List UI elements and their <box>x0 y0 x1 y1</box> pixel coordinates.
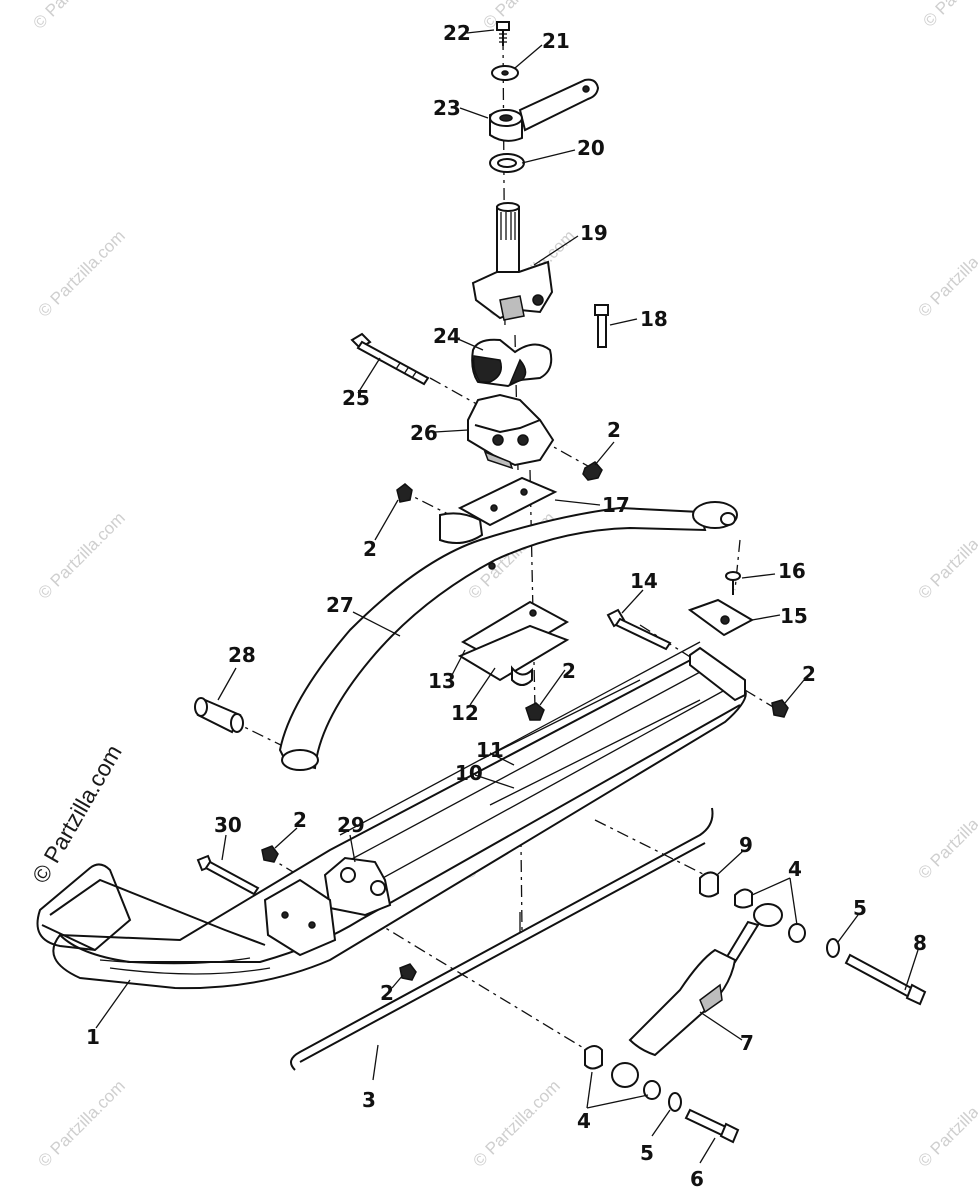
callout-17: 17 <box>602 493 630 517</box>
part-15-plate <box>687 598 755 637</box>
part-4-bushing-lower-2 <box>643 1080 661 1100</box>
callout-5-a: 5 <box>853 896 867 920</box>
part-5-washer-lower <box>668 1092 682 1112</box>
part-12-pad <box>457 624 570 686</box>
callout-25: 25 <box>342 386 370 410</box>
callout-28: 28 <box>228 643 256 667</box>
part-23-steering-arm <box>489 78 600 142</box>
part-16-bolt <box>725 571 741 595</box>
part-25-long-bolt <box>350 332 430 386</box>
callout-30: 30 <box>214 813 242 837</box>
callout-2-a: 2 <box>607 418 621 442</box>
callout-7: 7 <box>740 1031 754 1055</box>
callout-2-d: 2 <box>802 662 816 686</box>
nut-2-f <box>399 963 417 981</box>
part-8-bolt <box>844 953 927 1006</box>
part-29-bracket <box>323 856 392 917</box>
nut-2-b <box>396 483 413 503</box>
part-24-bushing <box>471 338 553 388</box>
part-19-spindle <box>471 202 554 321</box>
callout-19: 19 <box>580 221 608 245</box>
watermark-text: © Partzilla.com <box>914 226 978 320</box>
part-6-bolt <box>684 1108 740 1144</box>
watermark-text: © Partzilla.com <box>29 0 123 33</box>
watermark-text: © Partzilla.com <box>914 788 978 882</box>
part-7-shock <box>611 903 783 1088</box>
callout-2-e: 2 <box>293 808 307 832</box>
callout-2-f: 2 <box>380 981 394 1005</box>
watermark-layer: © Partzilla.com © Partzilla.com © Partzi… <box>27 0 978 1171</box>
callout-23: 23 <box>433 96 461 120</box>
part-21-washer <box>491 65 519 81</box>
watermark-text: © Partzilla.com <box>919 0 978 31</box>
watermark-text: © Partzilla.com <box>914 508 978 602</box>
callout-20: 20 <box>577 136 605 160</box>
callout-9: 9 <box>739 833 753 857</box>
part-22-bolt <box>496 21 510 46</box>
part-30-bracket <box>263 878 337 957</box>
callout-labels: 22 21 23 20 19 24 18 25 26 2 17 2 16 15 … <box>86 21 927 1191</box>
callout-29: 29 <box>337 813 365 837</box>
callout-24: 24 <box>433 324 461 348</box>
callout-5-b: 5 <box>640 1141 654 1165</box>
part-4-bushing-upper <box>734 888 753 909</box>
callout-2-b: 2 <box>363 537 377 561</box>
callout-26: 26 <box>410 421 438 445</box>
callout-14: 14 <box>630 569 658 593</box>
part-4-bushing-lower <box>584 1045 603 1070</box>
leader-lines <box>95 29 919 1164</box>
watermark-text: © Partzilla.com <box>479 0 573 33</box>
part-28-tube <box>194 697 244 734</box>
callout-1: 1 <box>86 1025 100 1049</box>
watermark-text: © Partzilla.com <box>469 1076 563 1170</box>
callout-27: 27 <box>326 593 354 617</box>
callout-12: 12 <box>451 701 479 725</box>
callout-8: 8 <box>913 931 927 955</box>
part-4-bushing-upper-2 <box>788 923 806 943</box>
part-30-bolt <box>196 854 260 896</box>
nut-2-d <box>771 699 789 718</box>
part-26-bracket <box>467 393 555 470</box>
part-5-washer-upper <box>826 938 840 958</box>
part-20-washer <box>489 153 525 173</box>
callout-3: 3 <box>362 1088 376 1112</box>
callout-6: 6 <box>690 1167 704 1191</box>
part-18-bolt <box>594 304 609 348</box>
watermark-text-dark: © Partzilla.com <box>27 740 127 887</box>
part-27-spring <box>278 501 738 771</box>
callout-4-a: 4 <box>788 857 802 881</box>
callout-15: 15 <box>780 604 808 628</box>
callout-18: 18 <box>640 307 668 331</box>
watermark-text: © Partzilla.com <box>34 1076 128 1170</box>
callout-13: 13 <box>428 669 456 693</box>
callout-16: 16 <box>778 559 806 583</box>
nut-2-a <box>582 461 603 481</box>
part-1-ski <box>36 641 747 990</box>
callout-11: 11 <box>476 738 504 762</box>
callout-2-c: 2 <box>562 659 576 683</box>
part-3-runner <box>290 807 714 1071</box>
nut-2-c <box>525 702 545 721</box>
watermark-text: © Partzilla.com <box>34 508 128 602</box>
callout-10: 10 <box>455 761 483 785</box>
nut-2-e <box>261 845 279 863</box>
callout-22: 22 <box>443 21 471 45</box>
watermark-text: © Partzilla.com <box>914 1076 978 1170</box>
part-9-bushing <box>699 871 719 898</box>
part-14-bolt <box>606 608 672 651</box>
watermark-text: © Partzilla.com <box>34 226 128 320</box>
callout-21: 21 <box>542 29 570 53</box>
callout-4-b: 4 <box>577 1109 591 1133</box>
